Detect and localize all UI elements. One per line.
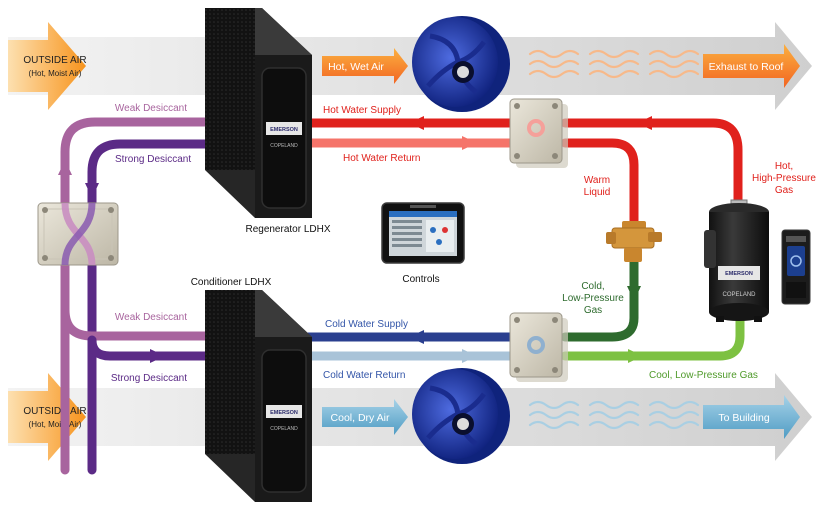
compressor-brand-label: EMERSON	[725, 271, 753, 277]
conditioner-ldhx-cabinet: EMERSON COPELAND	[205, 290, 312, 502]
cold-water-return-label: Cold Water Return	[323, 370, 405, 381]
strong-desiccant-bottom-pipe	[87, 335, 210, 361]
warm-liquid-pipe	[560, 138, 639, 227]
cool-gas-label: Cool, Low-Pressure Gas	[649, 370, 758, 381]
strong-desiccant-bottom-label: Strong Desiccant	[111, 373, 187, 384]
strong-desiccant-top-pipe	[87, 139, 210, 475]
hot-wet-air-label: Hot, Wet Air	[328, 61, 384, 73]
weak-desiccant-top-pipe	[60, 117, 210, 475]
cool-gas-arrow	[628, 349, 643, 363]
top-air-stream: OUTSIDE AIR (Hot, Moist Air) Hot, Wet Ai…	[8, 22, 812, 110]
strong-desiccant-down-arrow	[85, 183, 99, 198]
bottom-inlet-arrow	[8, 373, 86, 461]
weak-desiccant-bottom-label: Weak Desiccant	[115, 312, 187, 323]
cold-gas-label-line1: Cold,	[581, 281, 604, 292]
cold-gas-label-line2: Low-Pressure	[562, 293, 624, 304]
compressor-icon: EMERSON COPELAND	[704, 199, 769, 322]
heat-waves-icon	[528, 49, 700, 79]
exhaust-label: Exhaust to Roof	[709, 61, 784, 73]
to-building-arrow	[703, 395, 800, 439]
bottom-air-band	[8, 373, 812, 461]
top-inlet-title: OUTSIDE AIR	[23, 55, 86, 66]
regenerator-product-label: COPELAND	[270, 143, 298, 149]
top-fan-icon	[412, 16, 510, 112]
weak-desiccant-top-label: Weak Desiccant	[115, 103, 187, 114]
hot-gas-label-line3: Gas	[775, 185, 793, 196]
top-inlet-subtitle: (Hot, Moist Air)	[29, 69, 82, 78]
bottom-air-stream: OUTSIDE AIR (Hot, Moist Air) Cool, Dry A…	[8, 373, 812, 461]
cool-gas-pipe	[560, 313, 745, 361]
desiccant-loop	[60, 117, 210, 475]
cold-supply-arrow	[409, 330, 424, 344]
to-building-label: To Building	[718, 412, 770, 424]
compressor-drive-icon	[781, 229, 811, 305]
cool-waves-icon	[528, 400, 700, 430]
bottom-fan-icon	[412, 368, 510, 464]
regenerator-brand-label: EMERSON	[270, 127, 298, 133]
strong-desiccant-right-arrow	[150, 349, 165, 363]
conditioner-product-label: COPELAND	[270, 426, 298, 432]
cool-dry-air-arrow	[322, 399, 408, 435]
hot-supply-arrow	[409, 116, 424, 130]
warm-liquid-label-line2: Liquid	[584, 187, 611, 198]
hot-side-heat-exchanger	[509, 98, 568, 168]
cold-water-supply-label: Cold Water Supply	[325, 319, 408, 330]
hot-gas-arrow	[637, 116, 652, 130]
hot-gas-label-line1: Hot,	[775, 161, 793, 172]
bottom-inlet-subtitle: (Hot, Moist Air)	[29, 420, 82, 429]
strong-desiccant-top-label: Strong Desiccant	[115, 154, 191, 165]
bottom-inlet-title: OUTSIDE AIR	[23, 406, 86, 417]
desiccant-heat-exchanger	[37, 202, 119, 266]
cold-gas-label-line3: Gas	[584, 305, 602, 316]
regenerator-label: Regenerator LDHX	[245, 224, 330, 235]
warm-liquid-label-line1: Warm	[584, 175, 610, 186]
expansion-valve	[606, 221, 662, 262]
top-inlet-arrow	[8, 22, 86, 110]
cold-gas-pipe	[560, 257, 639, 342]
weak-desiccant-up-arrow	[58, 160, 72, 175]
regenerator-ldhx-cabinet: EMERSON COPELAND	[205, 8, 312, 218]
conditioner-brand-label: EMERSON	[270, 410, 298, 416]
hot-wet-air-arrow	[322, 48, 408, 84]
hot-gas-pipe	[560, 118, 743, 215]
hot-gas-label-line2: High-Pressure	[752, 173, 816, 184]
controls-label: Controls	[402, 274, 439, 285]
compressor-product-label: COPELAND	[722, 292, 756, 298]
hot-water-supply-label: Hot Water Supply	[323, 105, 401, 116]
cold-side-heat-exchanger	[509, 312, 568, 382]
cold-return-arrow	[462, 349, 477, 363]
controls-display	[381, 202, 465, 264]
top-air-band	[8, 22, 812, 110]
cold-gas-arrow	[627, 286, 641, 301]
conditioner-label: Conditioner LDHX	[191, 277, 272, 288]
refrigerant-circuit	[560, 118, 745, 361]
exhaust-arrow	[703, 44, 800, 88]
hot-water-return-label: Hot Water Return	[343, 153, 420, 164]
cool-dry-air-label: Cool, Dry Air	[331, 412, 390, 424]
hot-return-arrow	[462, 136, 477, 150]
